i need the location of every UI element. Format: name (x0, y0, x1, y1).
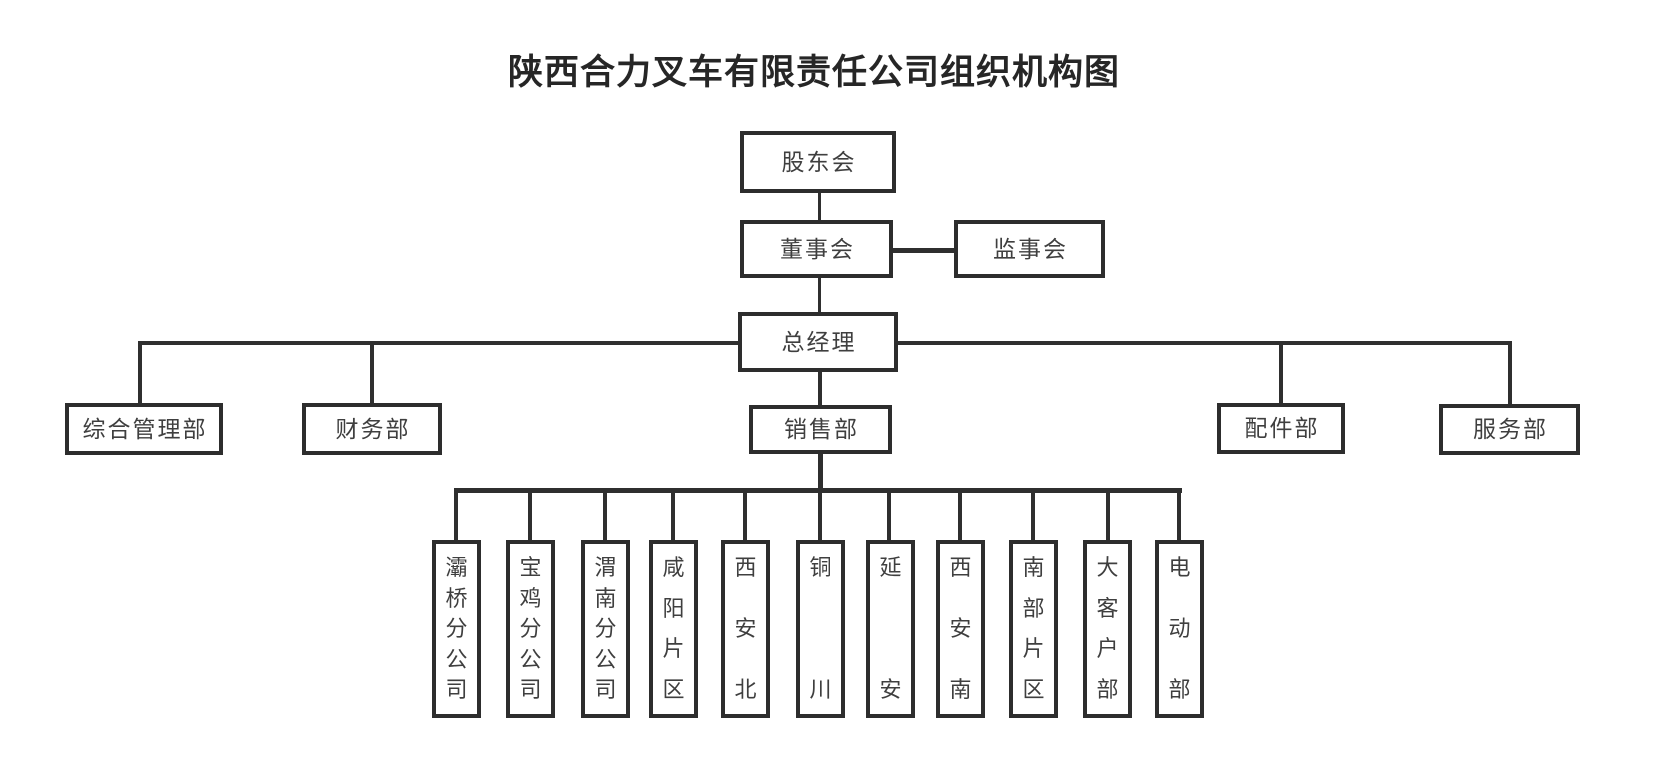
connector-drop-service (1508, 341, 1512, 404)
org-label-char: 部 (1168, 677, 1191, 702)
connector-drop-finance (370, 341, 374, 403)
connector-drop-admin (138, 341, 142, 403)
org-label-char: 南 (949, 677, 972, 702)
org-node-sales-dept: 销售部 (749, 405, 892, 454)
org-node-label: 董事会 (780, 236, 855, 262)
org-node-south-area: 南部片区 (1009, 540, 1058, 718)
connector-stub-weinan (603, 488, 607, 541)
org-label-char: 司 (519, 677, 542, 702)
org-node-xian-north: 西安北 (721, 540, 770, 718)
org-label-char: 北 (734, 677, 757, 702)
org-label-char: 公 (594, 646, 617, 672)
org-node-baoji-branch: 宝鸡分公司 (506, 540, 555, 718)
chart-title: 陕西合力叉车有限责任公司组织机构图 (507, 53, 1120, 92)
org-node-tongchuan: 铜川 (796, 540, 845, 718)
org-label-char: 南 (594, 585, 617, 611)
org-node-label: 总经理 (781, 329, 857, 355)
org-node-service-dept: 服务部 (1439, 404, 1580, 455)
connector-stub-tongchuan (818, 488, 822, 541)
org-node-weinan-branch: 渭南分公司 (581, 540, 630, 718)
connector-stub-baqiao (454, 488, 458, 541)
org-label-char: 咸 (662, 555, 685, 580)
org-label-char: 司 (445, 677, 468, 702)
connector-drop-parts (1279, 341, 1283, 403)
org-label-char: 安 (949, 616, 972, 641)
org-node-label: 综合管理部 (82, 416, 208, 442)
org-node-label: 服务部 (1473, 417, 1548, 442)
org-node-general-manager: 总经理 (738, 312, 898, 372)
org-label-char: 川 (809, 677, 832, 702)
org-label-char: 电 (1168, 555, 1191, 580)
connector-shareholders-board (818, 192, 821, 221)
org-label-char: 铜 (809, 555, 832, 580)
connector-board-supervisors (893, 248, 954, 253)
org-label-char: 区 (1022, 676, 1045, 702)
org-label-char: 南 (1022, 555, 1045, 580)
org-node-electric-dept: 电动部 (1155, 540, 1204, 718)
org-label-char: 分 (594, 616, 617, 641)
org-node-supervisors: 监事会 (954, 220, 1105, 278)
org-label-char: 公 (519, 646, 542, 672)
org-node-board: 董事会 (740, 220, 893, 278)
org-label-char: 西 (734, 555, 757, 580)
org-label-char: 安 (734, 616, 757, 641)
org-label-char: 大 (1096, 555, 1119, 580)
org-label-char: 安 (879, 677, 902, 702)
org-node-label: 股东会 (781, 149, 857, 175)
connector-gm-sales (818, 370, 822, 406)
org-node-label: 财务部 (335, 416, 411, 442)
org-label-char: 阳 (662, 595, 685, 621)
org-node-finance-dept: 财务部 (302, 403, 442, 455)
connector-stub-electric (1177, 488, 1181, 541)
org-label-char: 分 (445, 616, 468, 641)
org-node-shareholders: 股东会 (740, 131, 896, 193)
org-node-yanan: 延安 (866, 540, 915, 718)
org-label-char: 部 (1022, 595, 1045, 621)
connector-stub-baoji (528, 488, 532, 541)
org-label-char: 西 (949, 555, 972, 580)
org-node-label: 监事会 (993, 236, 1068, 262)
org-label-char: 区 (662, 676, 685, 702)
org-label-char: 渭 (594, 555, 617, 580)
connector-stub-south-area (1031, 488, 1035, 541)
org-label-char: 桥 (445, 585, 468, 611)
connector-stub-key-accounts (1106, 488, 1110, 541)
org-node-admin-dept: 综合管理部 (65, 403, 223, 455)
org-label-char: 分 (519, 616, 542, 641)
connector-stub-yanan (887, 488, 891, 541)
org-label-char: 延 (879, 555, 902, 580)
org-label-char: 动 (1168, 616, 1191, 641)
org-label-char: 司 (594, 677, 617, 702)
org-label-char: 灞 (445, 555, 468, 580)
org-label-char: 片 (662, 636, 685, 662)
org-label-char: 公 (445, 646, 468, 672)
connector-board-gm (818, 277, 821, 313)
org-node-key-accounts: 大客户部 (1083, 540, 1132, 718)
connector-sales-subunits (818, 453, 823, 490)
org-label-char: 客 (1096, 595, 1119, 621)
connector-stub-xian-south (958, 488, 962, 541)
connector-stub-xian-north (743, 488, 747, 541)
org-label-char: 片 (1022, 636, 1045, 662)
org-label-char: 鸡 (519, 585, 542, 611)
org-node-parts-dept: 配件部 (1217, 403, 1345, 454)
org-node-label: 配件部 (1244, 416, 1320, 441)
org-node-label: 销售部 (784, 417, 859, 442)
org-node-baqiao-branch: 灞桥分公司 (432, 540, 481, 718)
org-label-char: 部 (1096, 676, 1119, 702)
org-label-char: 户 (1096, 636, 1119, 662)
connector-stub-xianyang (671, 488, 675, 541)
org-label-char: 宝 (519, 555, 542, 580)
org-node-xianyang-area: 咸阳片区 (649, 540, 698, 718)
org-node-xian-south: 西安南 (936, 540, 985, 718)
